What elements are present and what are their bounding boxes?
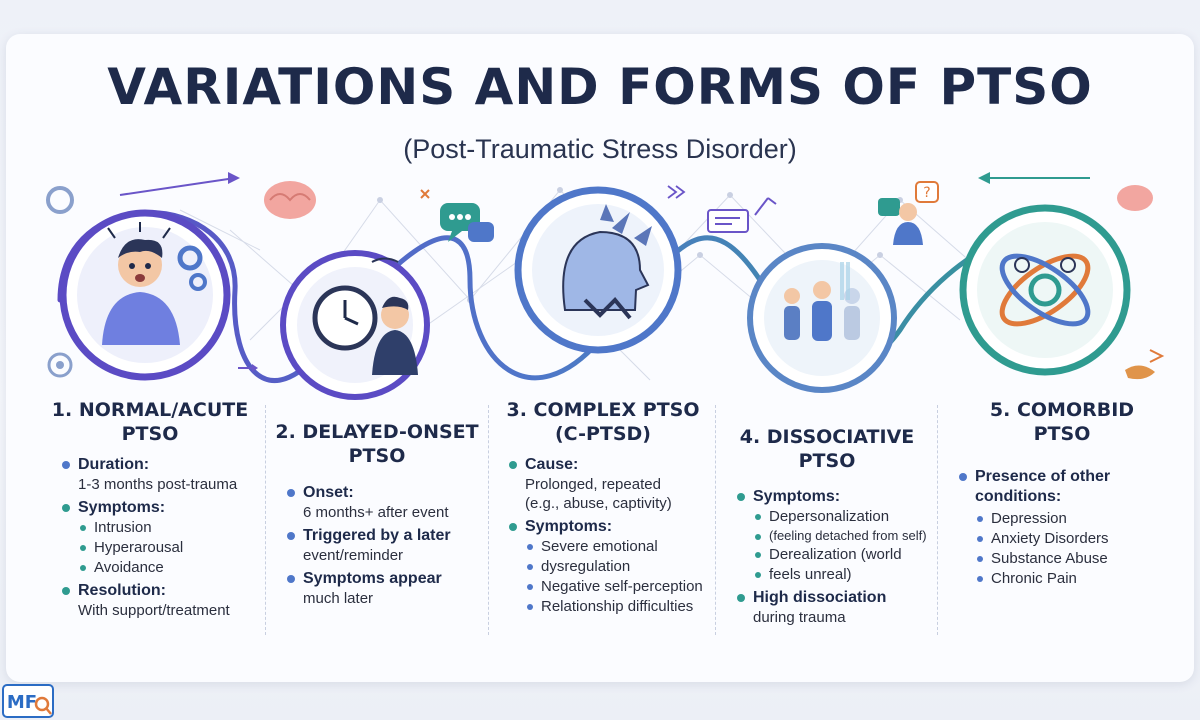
column-divider: [488, 405, 489, 635]
column-title-complex: 3. COMPLEX PTSO (C-PTSD): [506, 399, 700, 445]
column-body-acute: Duration: 1-3 months post-trauma Symptom…: [60, 456, 265, 625]
orbit-icon: [959, 204, 1131, 376]
column-title-acute: 1. NORMAL/ACUTE PTSO: [51, 399, 249, 445]
column-body-complex: Cause: Prolonged, repeated (e.g., abuse,…: [507, 456, 712, 621]
column-title-comorbid: 5. COMORBID PTSO: [989, 399, 1135, 445]
list-item: Symptoms: Severe emotional dysregulation…: [507, 518, 712, 615]
clock-icon: [280, 250, 430, 400]
list-item: Triggered by a later event/reminder: [285, 527, 485, 564]
broken-head-icon: [514, 186, 682, 354]
svg-text:MF: MF: [7, 692, 37, 713]
column-body-dissociative: Symptoms: Depersonalization (feeling det…: [735, 488, 940, 632]
list-item: Resolution: With support/treatment: [60, 582, 265, 619]
page-subtitle: (Post-Traumatic Stress Disorder): [403, 134, 797, 164]
column-body-comorbid: Presence of other conditions: Depression…: [957, 468, 1177, 593]
list-item: Symptoms: Depersonalization (feeling det…: [735, 488, 940, 583]
plane-icon: [1125, 349, 1165, 380]
question-person-icon: ?: [878, 181, 939, 245]
brain-icon: [264, 181, 316, 219]
site-logo: MF: [2, 684, 54, 718]
column-divider: [715, 405, 716, 635]
list-item: Cause: Prolonged, repeated (e.g., abuse,…: [507, 456, 712, 512]
list-item: Symptoms appear much later: [285, 570, 485, 607]
svg-text:?: ?: [923, 185, 930, 201]
list-item: Presence of other conditions: Depression…: [957, 468, 1177, 587]
brain-icon-right: [1117, 185, 1153, 211]
speech-bubble-icon: [440, 203, 494, 242]
column-body-delayed: Onset: 6 months+ after event Triggered b…: [285, 484, 485, 613]
column-divider: [937, 405, 938, 635]
page-title: VARIATIONS AND FORMS OF PTSO: [107, 58, 1093, 116]
stressed-person-icon: [59, 209, 231, 381]
sketch-card-icon: [707, 197, 777, 233]
gear-icon: [46, 186, 74, 378]
cross-marks: [420, 189, 430, 199]
column-title-dissociative: 4. DISSOCIATIVE PTSO: [739, 426, 915, 472]
dissociation-figures-icon: [747, 243, 897, 393]
list-item: Symptoms: Intrusion Hyperarousal Avoidan…: [60, 499, 265, 576]
column-divider: [265, 405, 266, 635]
list-item: High dissociation during trauma: [735, 589, 940, 626]
list-item: Onset: 6 months+ after event: [285, 484, 485, 521]
list-item: Duration: 1-3 months post-trauma: [60, 456, 265, 493]
column-title-delayed: 2. DELAYED-ONSET PTSO: [275, 421, 479, 467]
